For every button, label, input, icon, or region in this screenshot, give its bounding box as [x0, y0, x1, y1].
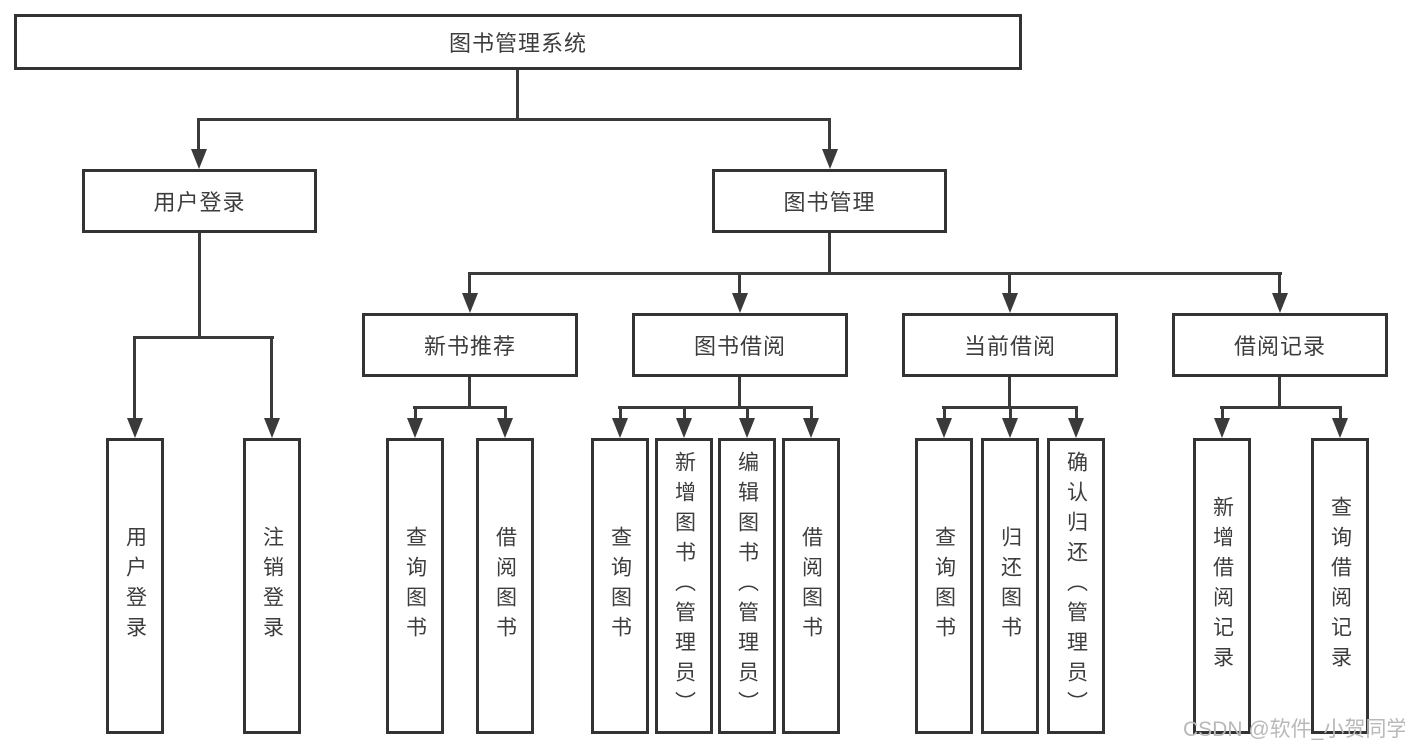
connector-line	[1075, 406, 1078, 420]
connector-line	[133, 336, 274, 339]
leaf-query-books-current: 查询图书	[915, 438, 973, 734]
connector-line	[270, 336, 273, 420]
leaf-add-books-admin: 新增图书（管理员）	[655, 438, 713, 734]
connector-line	[828, 233, 831, 274]
node-new-book-recommendation: 新书推荐	[362, 313, 578, 377]
leaf-user-login: 用户登录	[106, 438, 164, 734]
connector-line	[1278, 377, 1281, 408]
arrow-down-icon	[1332, 418, 1348, 438]
connector-line	[1221, 406, 1224, 420]
connector-line	[133, 336, 136, 420]
connector-line	[683, 406, 686, 420]
arrow-down-icon	[497, 418, 513, 438]
connector-line	[1009, 406, 1012, 420]
connector-line	[504, 406, 507, 420]
node-library-management-system: 图书管理系统	[14, 14, 1022, 70]
arrow-down-icon	[127, 418, 143, 438]
arrow-down-icon	[676, 418, 692, 438]
arrow-down-icon	[407, 418, 423, 438]
leaf-add-borrow-record: 新增借阅记录	[1193, 438, 1251, 734]
arrow-down-icon	[1068, 418, 1084, 438]
connector-line	[619, 406, 622, 420]
leaf-return-books: 归还图书	[981, 438, 1039, 734]
node-current-borrowing: 当前借阅	[902, 313, 1118, 377]
connector-line	[1339, 406, 1342, 420]
arrow-down-icon	[1002, 293, 1018, 313]
csdn-watermark: CSDN @软件_小贺同学	[1183, 718, 1405, 741]
connector-line	[738, 377, 741, 408]
arrow-down-icon	[191, 149, 207, 169]
arrow-down-icon	[936, 418, 952, 438]
leaf-logout: 注销登录	[243, 438, 301, 734]
arrow-down-icon	[612, 418, 628, 438]
leaf-query-borrow-record: 查询借阅记录	[1311, 438, 1369, 734]
connector-line	[943, 406, 946, 420]
arrow-down-icon	[1214, 418, 1230, 438]
arrow-down-icon	[462, 293, 478, 313]
connector-line	[468, 272, 1282, 275]
connector-line	[738, 272, 741, 295]
node-user-login: 用户登录	[82, 169, 317, 233]
connector-line	[516, 70, 519, 120]
arrow-down-icon	[1272, 293, 1288, 313]
connector-line	[413, 406, 507, 409]
leaf-confirm-return-admin: 确认归还（管理员）	[1047, 438, 1105, 734]
node-book-borrowing: 图书借阅	[632, 313, 848, 377]
leaf-borrow-books-borrowing: 借阅图书	[782, 438, 840, 734]
connector-line	[198, 233, 201, 338]
connector-line	[197, 118, 831, 121]
node-book-management: 图书管理	[712, 169, 947, 233]
leaf-edit-books-admin: 编辑图书（管理员）	[718, 438, 776, 734]
leaf-query-books-recommend: 查询图书	[386, 438, 444, 734]
connector-line	[197, 118, 200, 152]
connector-line	[414, 406, 417, 420]
arrow-down-icon	[739, 418, 755, 438]
connector-line	[618, 406, 813, 409]
connector-line	[468, 377, 471, 408]
arrow-down-icon	[1002, 418, 1018, 438]
connector-line	[1278, 272, 1281, 295]
leaf-query-books-borrowing: 查询图书	[591, 438, 649, 734]
node-borrowing-records: 借阅记录	[1172, 313, 1388, 377]
arrow-down-icon	[732, 293, 748, 313]
connector-line	[810, 406, 813, 420]
connector-line	[1008, 272, 1011, 295]
arrow-down-icon	[822, 149, 838, 169]
connector-line	[828, 118, 831, 152]
connector-line	[468, 272, 471, 295]
leaf-borrow-books-recommend: 借阅图书	[476, 438, 534, 734]
connector-line	[746, 406, 749, 420]
arrow-down-icon	[803, 418, 819, 438]
arrow-down-icon	[264, 418, 280, 438]
connector-line	[1008, 377, 1011, 408]
connector-line	[1220, 406, 1342, 409]
